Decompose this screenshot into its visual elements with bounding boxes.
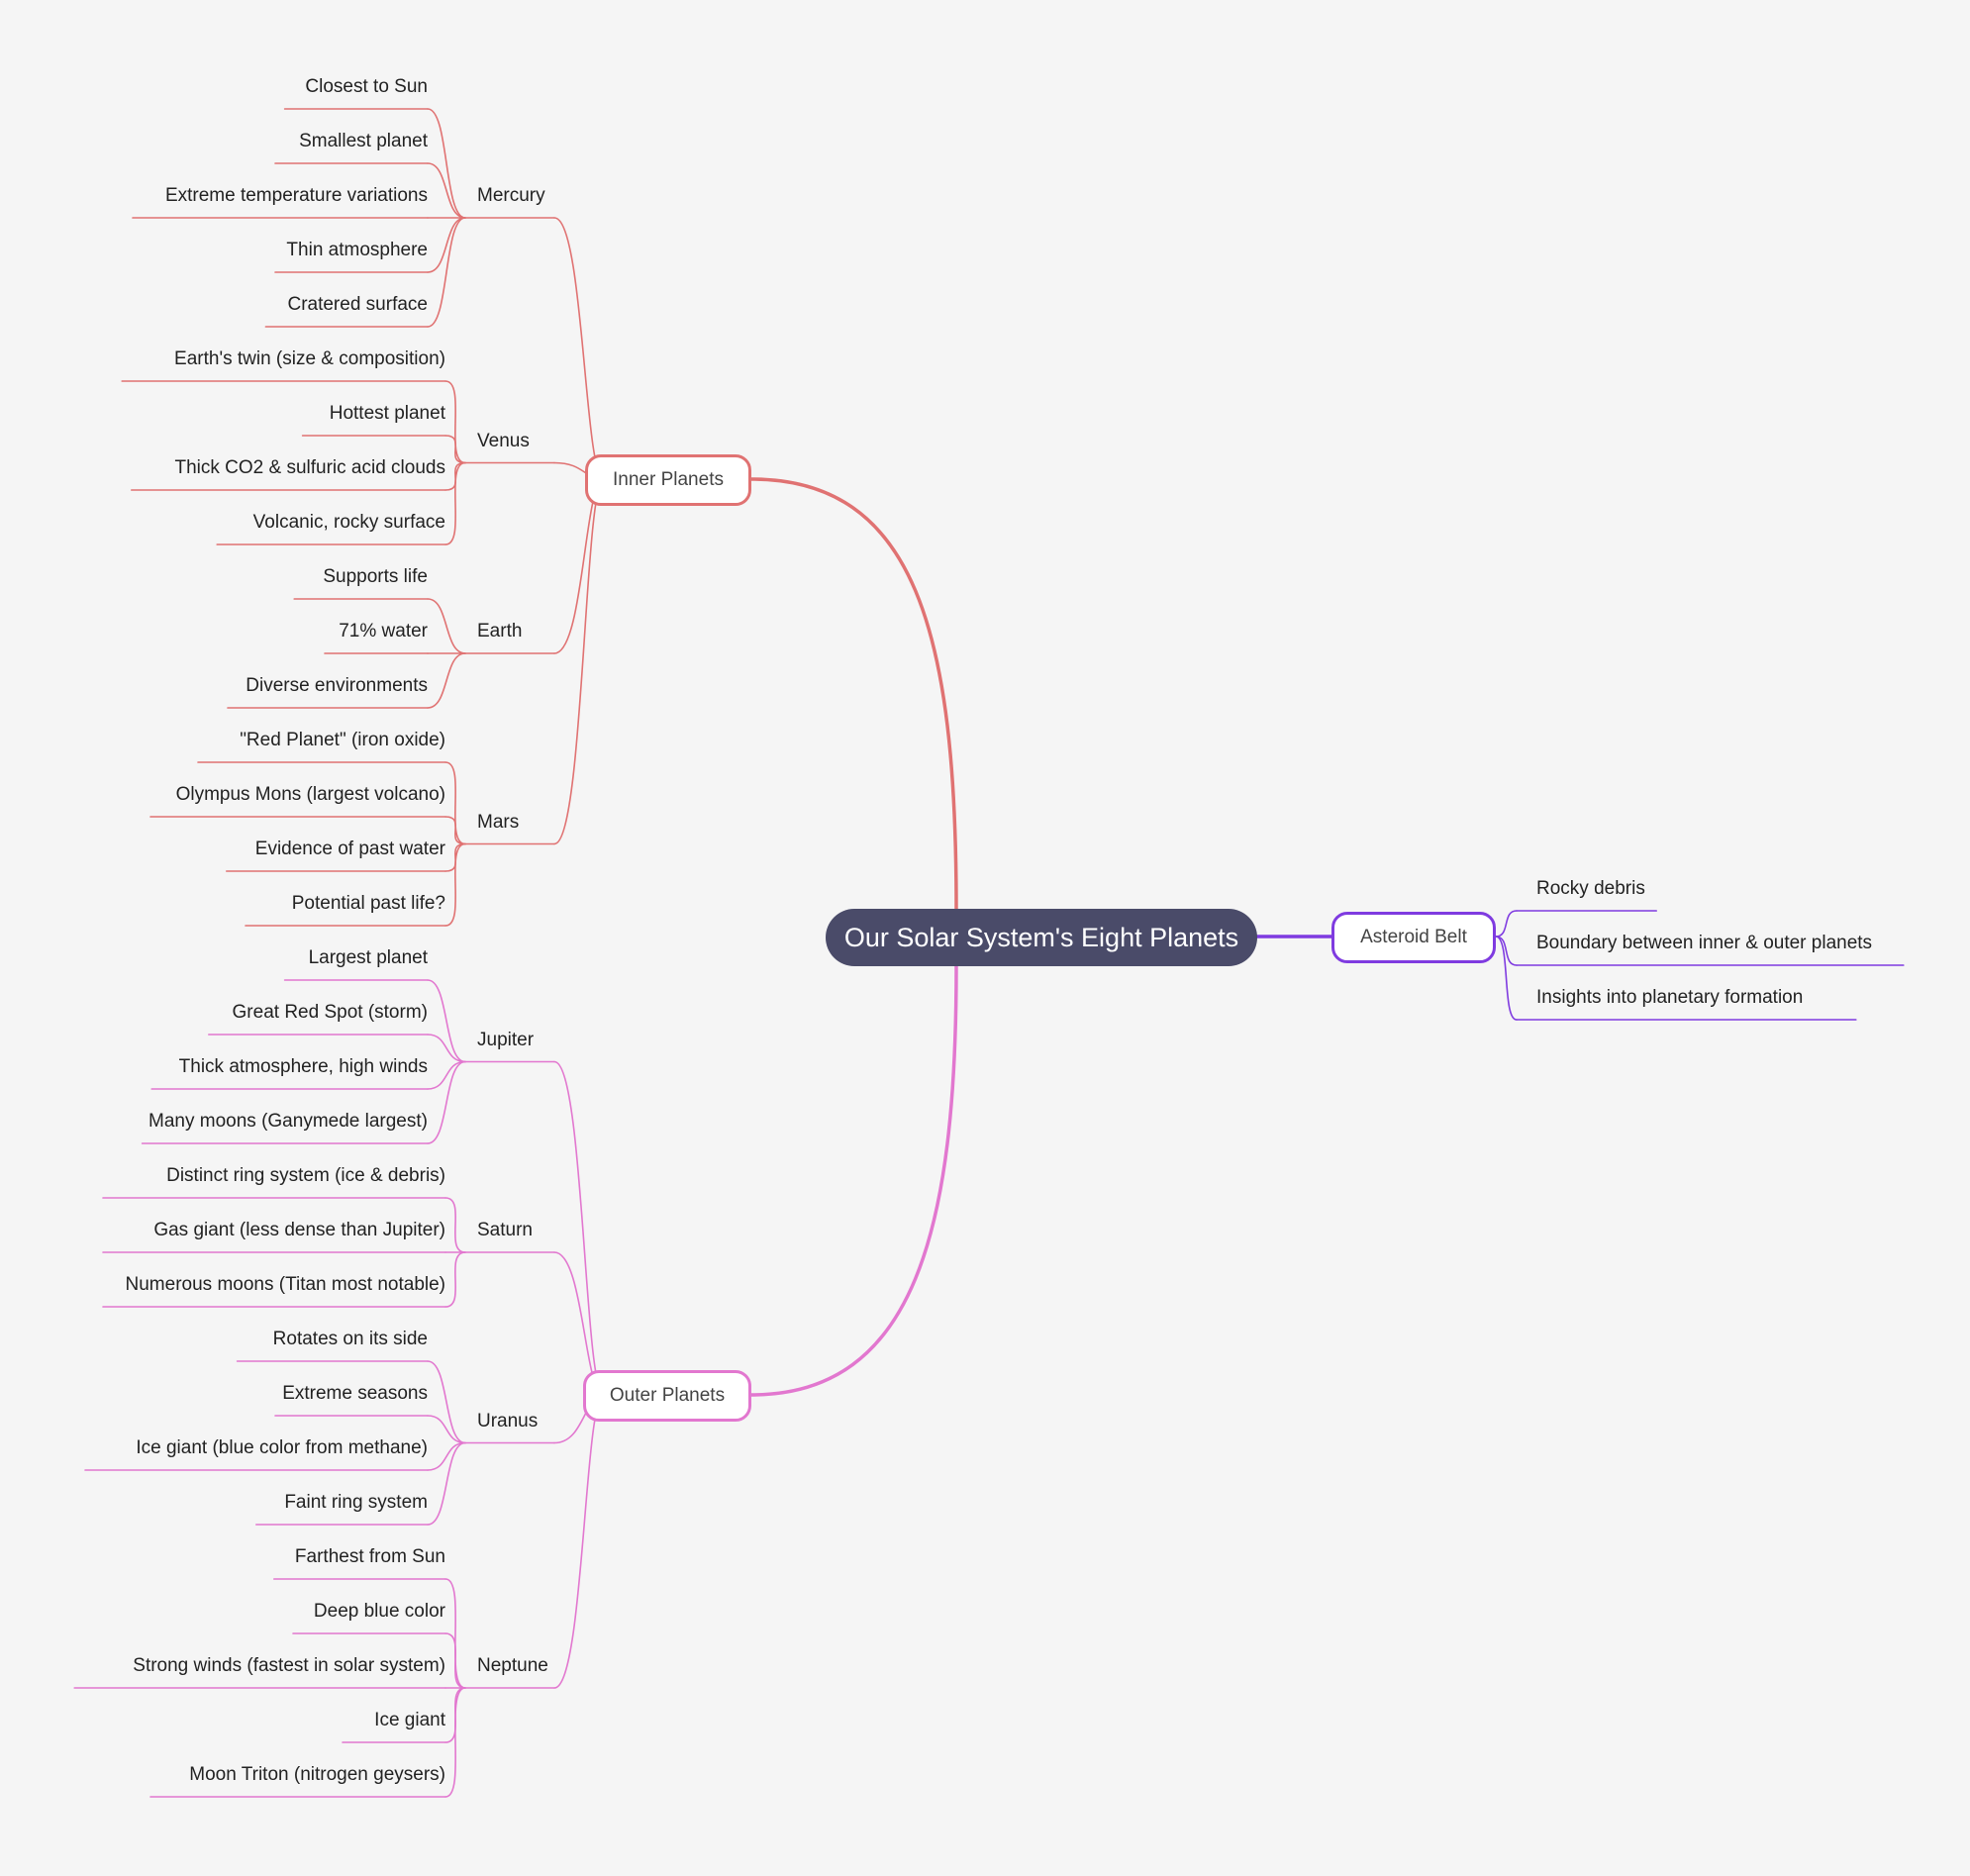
fact-neptune-0: Farthest from Sun bbox=[294, 1546, 445, 1567]
fact-uranus-1: Extreme seasons bbox=[282, 1383, 428, 1404]
edge-fact-venus-0 bbox=[444, 380, 466, 464]
fact-venus-3: Volcanic, rocky surface bbox=[252, 512, 445, 533]
fact-mars-3: Potential past life? bbox=[291, 893, 445, 914]
branch-inner-planets[interactable]: Inner Planets bbox=[585, 454, 751, 506]
fact-mercury-2: Extreme temperature variations bbox=[164, 185, 428, 206]
edge-fact-earth-0 bbox=[427, 598, 466, 654]
fact-venus-2: Thick CO2 & sulfuric acid clouds bbox=[174, 457, 445, 478]
fact-mercury-3: Thin atmosphere bbox=[286, 240, 428, 260]
fact-asteroid-1: Boundary between inner & outer planets bbox=[1536, 933, 1873, 953]
fact-earth-2: Diverse environments bbox=[246, 675, 428, 696]
fact-mars-2: Evidence of past water bbox=[254, 839, 445, 859]
planet-label-uranus[interactable]: Uranus bbox=[477, 1410, 539, 1432]
fact-saturn-0: Distinct ring system (ice & debris) bbox=[166, 1165, 445, 1186]
edge-fact-uranus-3 bbox=[427, 1441, 466, 1526]
fact-neptune-3: Ice giant bbox=[374, 1710, 445, 1730]
edge-fact-asteroid-2 bbox=[1495, 936, 1518, 1021]
fact-venus-1: Hottest planet bbox=[329, 403, 445, 424]
fact-uranus-3: Faint ring system bbox=[284, 1492, 428, 1513]
fact-neptune-2: Strong winds (fastest in solar system) bbox=[133, 1655, 445, 1676]
edge-fact-venus-3 bbox=[444, 461, 466, 545]
edge-fact-mercury-4 bbox=[427, 217, 466, 328]
edge-fact-jupiter-0 bbox=[427, 979, 466, 1063]
branch-asteroid-belt[interactable]: Asteroid Belt bbox=[1331, 912, 1496, 963]
edge-fact-saturn-2 bbox=[444, 1251, 466, 1308]
fact-venus-0: Earth's twin (size & composition) bbox=[174, 348, 445, 369]
fact-mercury-1: Smallest planet bbox=[299, 131, 428, 151]
edge-root-inner bbox=[749, 477, 958, 911]
fact-mercury-0: Closest to Sun bbox=[305, 76, 428, 97]
edge-fact-earth-2 bbox=[427, 652, 466, 709]
fact-mars-0: "Red Planet" (iron oxide) bbox=[240, 730, 445, 750]
fact-neptune-4: Moon Triton (nitrogen geysers) bbox=[189, 1764, 445, 1785]
planet-label-mercury[interactable]: Mercury bbox=[477, 185, 545, 206]
edge-fact-uranus-0 bbox=[427, 1360, 466, 1444]
edge-fact-venus-1 bbox=[444, 435, 466, 464]
edge-branch-mars bbox=[553, 478, 605, 845]
planet-label-saturn[interactable]: Saturn bbox=[477, 1220, 533, 1240]
edge-branch-mercury bbox=[553, 217, 605, 480]
fact-uranus-0: Rotates on its side bbox=[272, 1329, 428, 1349]
root-node[interactable]: Our Solar System's Eight Planets bbox=[826, 909, 1257, 966]
fact-jupiter-0: Largest planet bbox=[308, 947, 428, 968]
edge-fact-uranus-2 bbox=[427, 1441, 466, 1471]
edge-fact-neptune-0 bbox=[444, 1578, 466, 1689]
edge-fact-jupiter-2 bbox=[427, 1060, 466, 1090]
fact-asteroid-0: Rocky debris bbox=[1536, 878, 1645, 899]
edge-fact-mars-3 bbox=[444, 842, 466, 927]
edge-branch-neptune bbox=[553, 1394, 605, 1689]
fact-earth-1: 71% water bbox=[339, 621, 428, 642]
planet-label-jupiter[interactable]: Jupiter bbox=[477, 1029, 535, 1050]
edge-fact-neptune-4 bbox=[444, 1687, 466, 1798]
fact-neptune-1: Deep blue color bbox=[313, 1601, 445, 1622]
edge-branch-jupiter bbox=[553, 1060, 605, 1396]
edge-fact-mars-1 bbox=[444, 816, 466, 845]
planet-label-venus[interactable]: Venus bbox=[477, 430, 530, 451]
edge-fact-jupiter-1 bbox=[427, 1034, 466, 1063]
fact-jupiter-2: Thick atmosphere, high winds bbox=[178, 1056, 428, 1077]
edge-root-outer bbox=[749, 964, 958, 1397]
edge-fact-asteroid-0 bbox=[1495, 910, 1518, 938]
edge-fact-mercury-1 bbox=[427, 162, 466, 219]
edge-fact-mercury-0 bbox=[427, 108, 466, 219]
edge-fact-mars-0 bbox=[444, 761, 466, 845]
fact-mercury-4: Cratered surface bbox=[287, 294, 428, 315]
fact-earth-0: Supports life bbox=[323, 566, 428, 587]
branch-outer-planets[interactable]: Outer Planets bbox=[583, 1370, 751, 1422]
planet-label-neptune[interactable]: Neptune bbox=[477, 1655, 548, 1676]
edge-fact-mercury-3 bbox=[427, 217, 466, 273]
fact-mars-1: Olympus Mons (largest volcano) bbox=[175, 784, 445, 805]
planet-label-mars[interactable]: Mars bbox=[477, 811, 520, 833]
fact-jupiter-1: Great Red Spot (storm) bbox=[232, 1002, 428, 1023]
fact-uranus-2: Ice giant (blue color from methane) bbox=[136, 1437, 428, 1458]
edge-fact-neptune-1 bbox=[444, 1632, 466, 1689]
fact-jupiter-3: Many moons (Ganymede largest) bbox=[148, 1111, 428, 1132]
edge-fact-jupiter-3 bbox=[427, 1060, 466, 1144]
edge-fact-asteroid-1 bbox=[1495, 936, 1518, 966]
fact-saturn-2: Numerous moons (Titan most notable) bbox=[125, 1274, 445, 1295]
fact-saturn-1: Gas giant (less dense than Jupiter) bbox=[153, 1220, 445, 1240]
edge-fact-uranus-1 bbox=[427, 1415, 466, 1444]
fact-asteroid-2: Insights into planetary formation bbox=[1536, 987, 1804, 1008]
planet-label-earth[interactable]: Earth bbox=[477, 621, 523, 642]
edge-fact-saturn-0 bbox=[444, 1197, 466, 1253]
